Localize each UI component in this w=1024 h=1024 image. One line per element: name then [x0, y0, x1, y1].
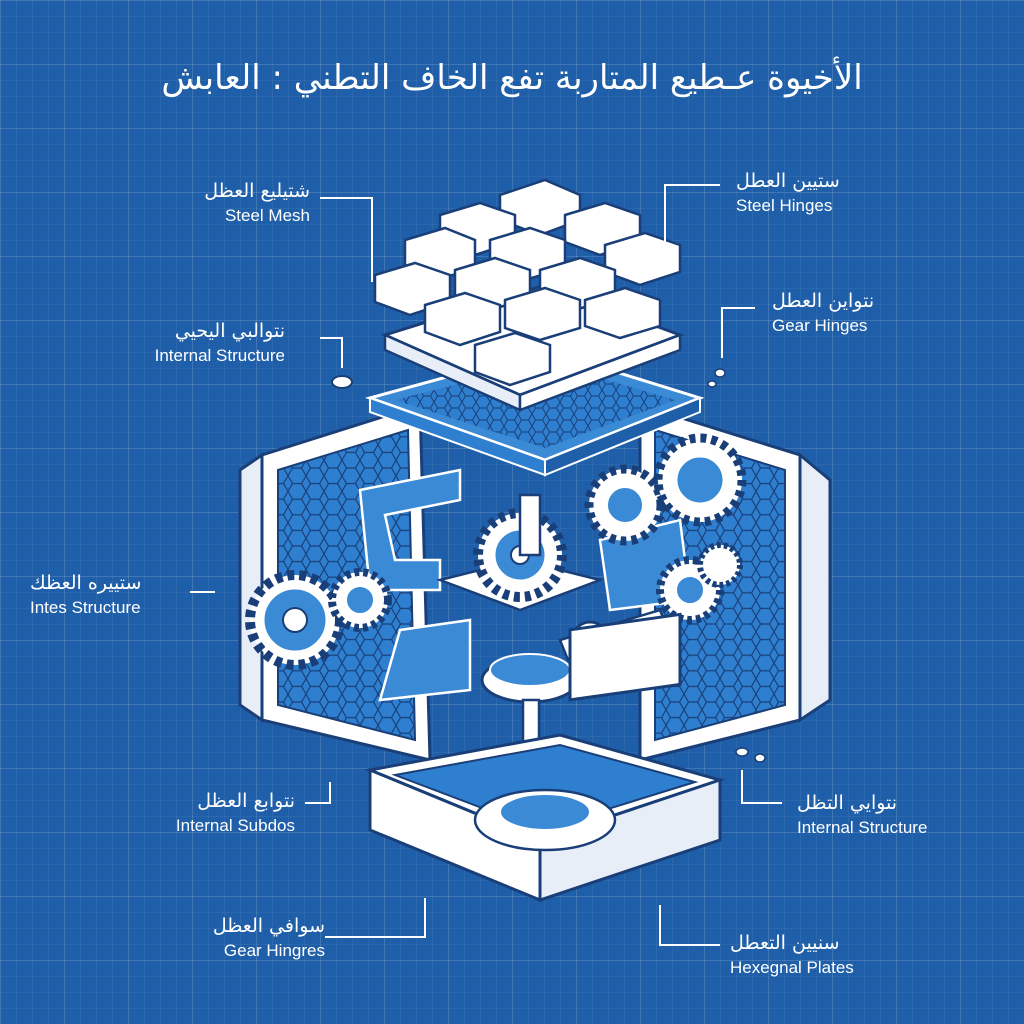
leader-lines	[190, 184, 782, 946]
gear-left-large	[245, 570, 345, 670]
callout-steel-mesh: شتيليع العظل Steel Mesh	[80, 178, 310, 228]
callout-internal-structure-1-en: Internal Structure	[154, 346, 285, 365]
callout-steel-mesh-ar: شتيليع العظل	[204, 180, 310, 202]
gear-right-upper	[584, 464, 666, 546]
gear-left-small	[328, 568, 392, 632]
callout-steel-hinges: ستيين العطل Steel Hinges	[736, 168, 966, 218]
base-housing	[364, 612, 726, 903]
callout-internal-subdos: نتوابع العظل Internal Subdos	[65, 788, 295, 838]
callout-internal-structure-1-ar: نتوالبي اليحيي	[174, 320, 285, 342]
callout-intes-structure: ستييره العظك Intes Structure	[30, 570, 260, 620]
callout-internal-structure-2-en: Internal Structure	[797, 818, 928, 837]
gear-right-large	[653, 433, 747, 527]
loose-fittings	[331, 368, 766, 763]
diagram-title: الأخيوة عـطيع المتاربة تفع الخاف التطني …	[161, 58, 863, 98]
callout-gear-hingres-en: Gear Hingres	[223, 941, 325, 960]
callout-gear-hinges: نتواين العطل Gear Hinges	[772, 288, 1002, 338]
gear-center-lower	[480, 653, 580, 704]
callout-intes-structure-ar: ستييره العظك	[30, 572, 142, 594]
callout-gear-hinges-en: Gear Hinges	[772, 316, 868, 335]
callout-intes-structure-en: Intes Structure	[30, 598, 141, 617]
callout-internal-subdos-ar: نتوابع العظل	[197, 790, 295, 812]
callout-steel-hinges-en: Steel Hinges	[736, 196, 833, 215]
callout-gear-hingres-ar: سوافي العظل	[212, 915, 325, 937]
callout-gear-hingres: سوافي العظل Gear Hingres	[95, 913, 325, 963]
callout-hexegnal-plates: سنيين التعطل Hexegnal Plates	[730, 930, 960, 980]
callout-steel-hinges-ar: ستيين العطل	[736, 170, 840, 192]
callout-internal-structure-1: نتوالبي اليحيي Internal Structure	[55, 318, 285, 368]
gear-right-lower	[656, 542, 743, 624]
callout-internal-subdos-en: Internal Subdos	[175, 816, 295, 835]
callout-steel-mesh-en: Steel Mesh	[224, 206, 310, 225]
callout-hexegnal-plates-ar: سنيين التعطل	[730, 932, 840, 954]
callout-internal-structure-2: نتوايي التظل Internal Structure	[797, 790, 1024, 840]
callout-internal-structure-2-ar: نتوايي التظل	[797, 792, 898, 814]
callout-hexegnal-plates-en: Hexegnal Plates	[730, 958, 854, 977]
hexagonal-plates-stack	[373, 178, 685, 412]
callout-gear-hinges-ar: نتواين العطل	[772, 290, 875, 312]
